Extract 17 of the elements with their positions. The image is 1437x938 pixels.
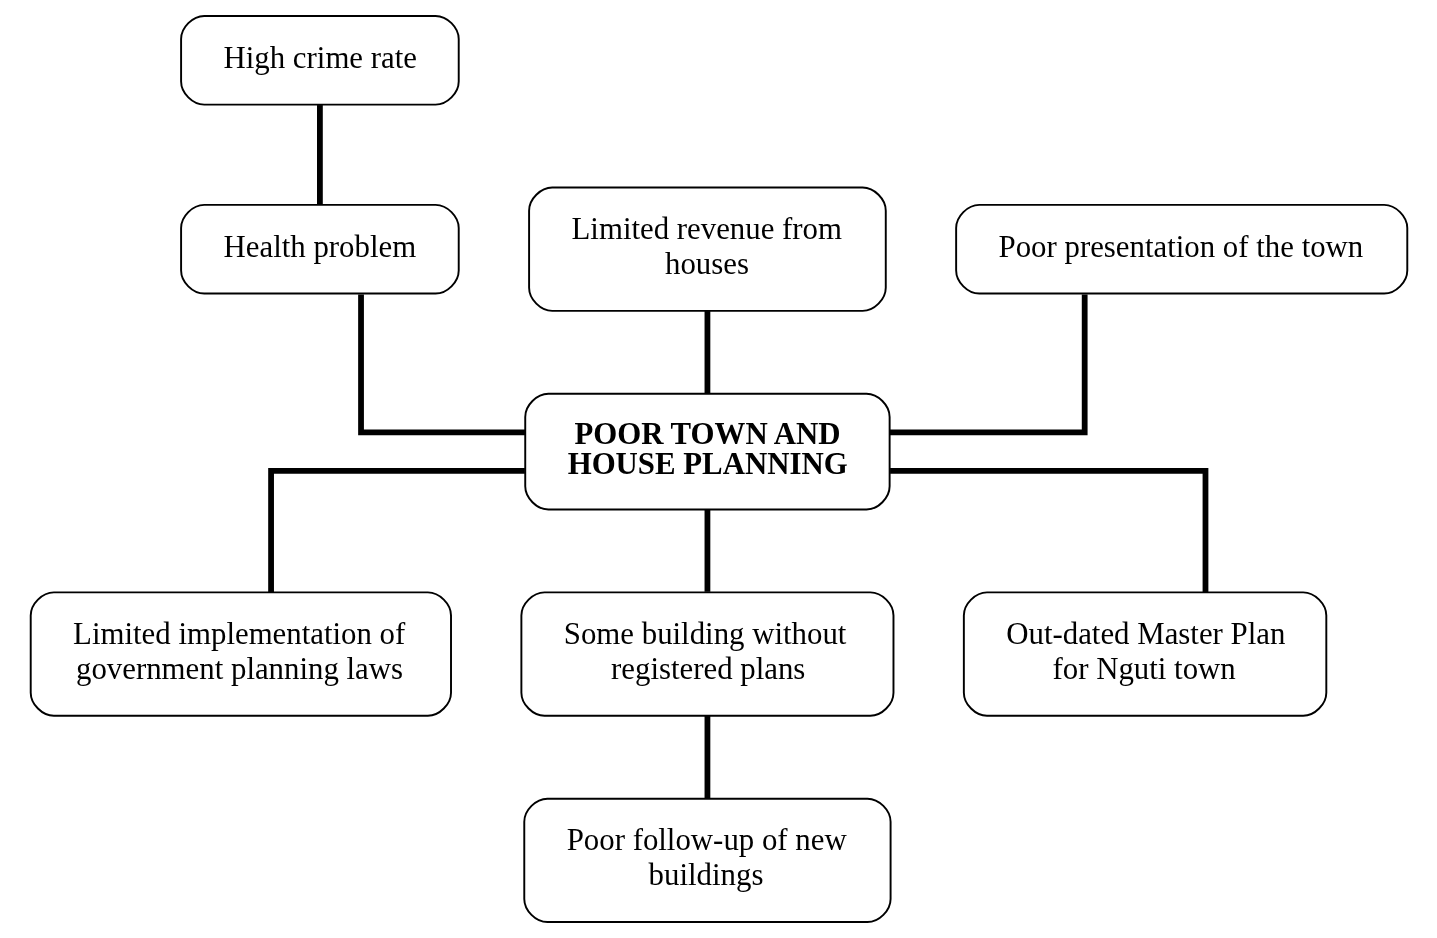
node-box: Some building without registered plans xyxy=(519,591,894,717)
node-box: Poor presentation of the town xyxy=(954,203,1408,295)
node-box: Limited revenue from houses xyxy=(527,186,887,312)
node-box: Poor follow-up of new buildings xyxy=(522,797,892,924)
connector xyxy=(357,294,525,436)
node-box: High crime rate xyxy=(179,14,460,106)
connector xyxy=(704,311,710,394)
connector xyxy=(704,509,710,592)
connector xyxy=(267,468,525,593)
connector xyxy=(316,105,323,205)
connector xyxy=(889,294,1088,436)
node-box: Limited implementation of government planning laws xyxy=(29,591,452,717)
node-box: Out-dated Master Plan for Nguti town xyxy=(962,591,1327,717)
connector xyxy=(704,715,710,799)
node-box: Health problem xyxy=(179,203,460,295)
node-box: POOR TOWN AND HOUSE PLANNING xyxy=(523,392,891,511)
connector xyxy=(889,468,1208,593)
